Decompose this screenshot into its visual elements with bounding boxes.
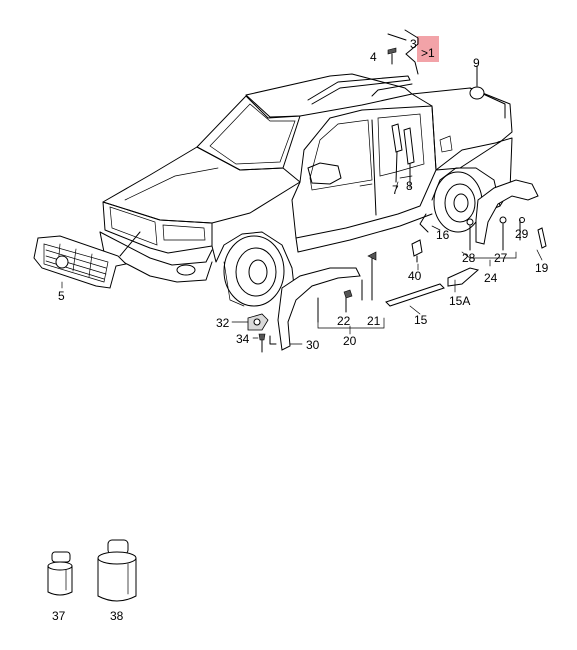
- label-part-16: 16: [436, 228, 450, 242]
- label-part-9: 9: [473, 56, 480, 70]
- highlight-box: [417, 36, 439, 62]
- label-part-19: 19: [535, 261, 549, 275]
- label-part-3: 3: [410, 37, 417, 51]
- label-part-24: 24: [484, 271, 498, 285]
- label-part-28: 28: [462, 251, 476, 265]
- label-part-34: 34: [236, 332, 250, 346]
- label-part-22: 22: [337, 314, 351, 328]
- label-part-21: 21: [367, 314, 381, 328]
- roof-parts: [387, 29, 485, 100]
- door-trims: [385, 123, 480, 307]
- label-part-15a: 15A: [449, 294, 470, 308]
- rear-arch-trim: [466, 179, 547, 251]
- label-part-7: 7: [392, 183, 399, 197]
- label-part-38: 38: [110, 609, 124, 623]
- loose-parts: [47, 539, 137, 602]
- leader-lines: [61, 181, 543, 345]
- front-arch-trims: [277, 251, 377, 351]
- pickup-truck-illustration: [99, 73, 513, 307]
- label-part-5: 5: [58, 289, 65, 303]
- label-part-40: 40: [408, 269, 422, 283]
- label-part-37: 37: [52, 609, 66, 623]
- small-fixings: [247, 313, 277, 353]
- label-part-29: 29: [515, 227, 529, 241]
- label-part-8: 8: [406, 179, 413, 193]
- label-part-20: 20: [343, 334, 357, 348]
- label-part-30: 30: [306, 338, 320, 352]
- label-part-1: >1: [421, 46, 435, 60]
- part-labels: >1 3 4 9 5 7 8 16 40 28 27 29 19 24 15A …: [52, 37, 549, 623]
- label-part-4: 4: [370, 50, 377, 64]
- label-part-15: 15: [414, 313, 428, 327]
- label-part-32: 32: [216, 316, 230, 330]
- grille-part: [33, 231, 141, 289]
- label-part-27: 27: [494, 251, 508, 265]
